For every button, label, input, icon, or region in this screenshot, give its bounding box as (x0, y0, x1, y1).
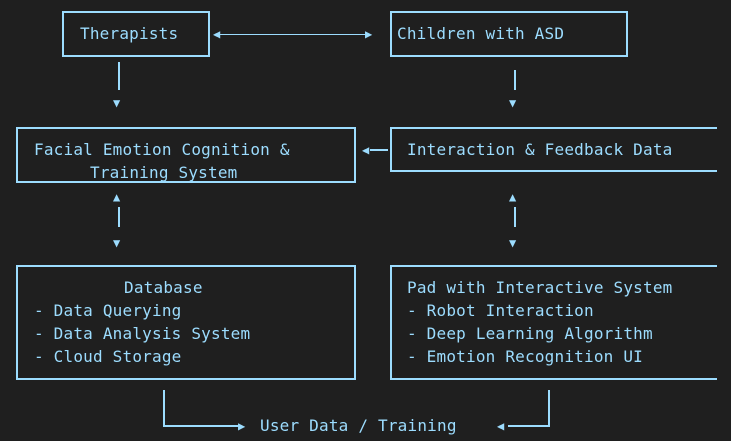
pad-system-item: - Deep Learning Algorithm (407, 324, 653, 343)
pad-system-item: - Emotion Recognition UI (407, 347, 643, 366)
user-data-label: User Data / Training (260, 416, 457, 435)
facial-system-line2: Training System (90, 163, 238, 182)
therapists-label: Therapists (80, 24, 179, 43)
interaction-data-label: Interaction & Feedback Data (407, 140, 673, 159)
pad-system-title: Pad with Interactive System (407, 278, 673, 297)
database-title: Database (124, 278, 203, 297)
facial-system-line1: Facial Emotion Cognition & (34, 140, 290, 159)
pad-system-item: - Robot Interaction (407, 301, 594, 320)
database-item: - Data Querying (34, 301, 182, 320)
children-label: Children with ASD (397, 24, 565, 43)
database-item: - Cloud Storage (34, 347, 182, 366)
database-item: - Data Analysis System (34, 324, 251, 343)
